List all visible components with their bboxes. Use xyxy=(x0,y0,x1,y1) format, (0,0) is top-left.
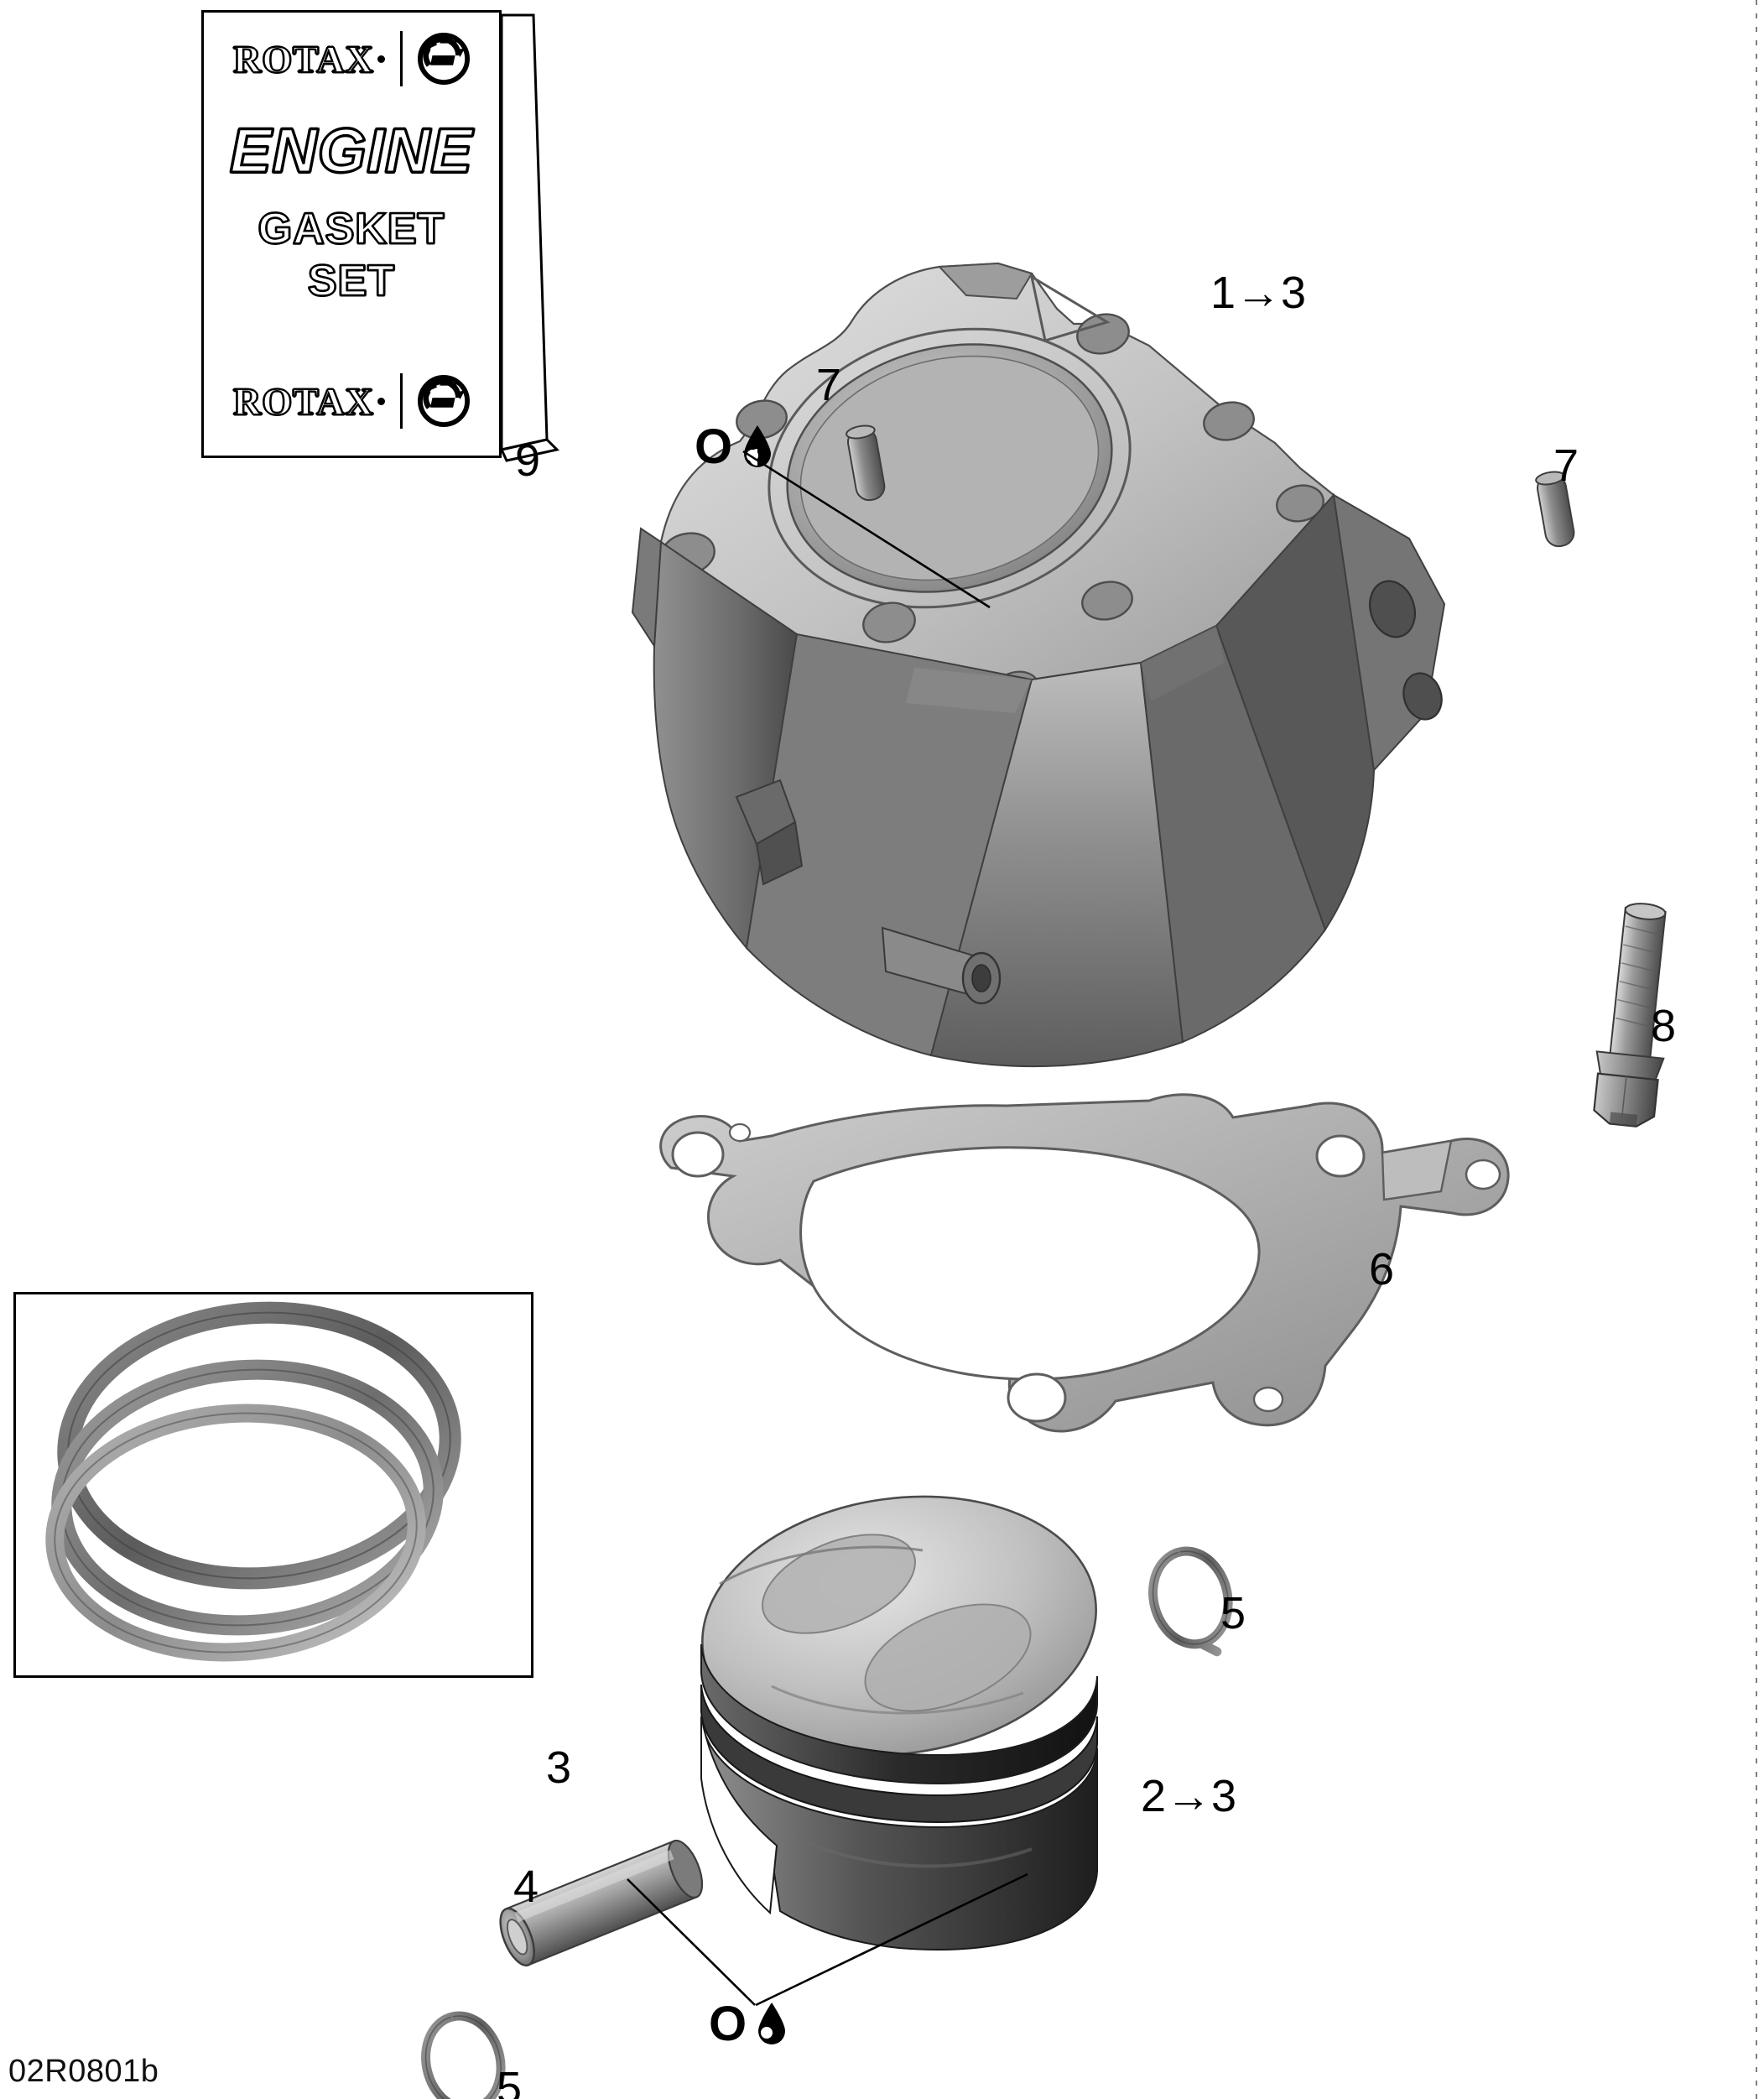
rotax-wordmark-top: ROTAX xyxy=(232,37,374,81)
callout-2-3-piston: 2→3 xyxy=(1141,1771,1237,1821)
callout-8-bolt: 8 xyxy=(1651,1001,1677,1051)
rotax-dot-top xyxy=(377,55,385,63)
piston-ring-set-box xyxy=(13,1292,533,1678)
rotax-dot-bottom xyxy=(377,397,385,405)
gasket-set-envelope: ROTAX xyxy=(195,3,580,473)
brp-rotax-logo-icon-bottom xyxy=(417,375,470,427)
piston-pin-art xyxy=(482,1827,734,1995)
base-gasket-art xyxy=(646,1081,1535,1500)
brp-rotax-logo-icon-top xyxy=(417,33,470,85)
oil-symbol-letter-2: O xyxy=(709,1996,747,2051)
envelope-title-gasket: GASKET xyxy=(257,204,445,254)
callout-7-dowel-pin-right: 7 xyxy=(1553,440,1579,491)
logo-divider-top xyxy=(399,31,403,86)
piston-art xyxy=(671,1477,1174,1997)
envelope-flap xyxy=(499,13,560,462)
envelope-title-set: SET xyxy=(307,256,396,306)
callout-1-3-cylinder: 1→3 xyxy=(1210,268,1307,318)
oil-symbol-piston: O xyxy=(709,1996,788,2051)
callout-9-gasket-set: 9 xyxy=(515,435,541,486)
callout-7-dowel-pin-left: 7 xyxy=(816,360,842,410)
callout-6-base-gasket: 6 xyxy=(1369,1244,1395,1294)
leader-line-oil-cylinder xyxy=(742,450,991,609)
callout-3-piston-rings: 3 xyxy=(546,1742,572,1793)
callout-4-piston-pin: 4 xyxy=(513,1862,539,1912)
dowel-pin-right-art xyxy=(1528,466,1587,558)
rotax-wordmark-bottom: ROTAX xyxy=(232,379,374,424)
callout-5-circlip-upper: 5 xyxy=(1220,1588,1246,1638)
envelope-title-engine: ENGINE xyxy=(229,115,474,187)
drawing-code: 02R0801b xyxy=(8,2054,159,2089)
oil-symbol-letter: O xyxy=(695,419,733,474)
leader-line-oil-pin xyxy=(627,1878,756,2006)
cylinder-block-art xyxy=(631,243,1694,1334)
piston-rings-art xyxy=(45,1301,461,1662)
leader-line-oil-piston xyxy=(755,1872,1028,2007)
dowel-pin-left-art xyxy=(839,419,898,512)
circlip-lower-art xyxy=(415,2005,516,2099)
flange-bolt-art xyxy=(1577,903,1694,1133)
envelope-front-face: ROTAX xyxy=(201,10,502,458)
oil-drop-icon-2 xyxy=(758,2003,786,2044)
circlip-upper-art xyxy=(1142,1540,1243,1666)
logo-divider-bottom xyxy=(399,373,403,429)
page-border xyxy=(1756,0,1757,2099)
callout-5-circlip-lower: 5 xyxy=(497,2063,523,2099)
